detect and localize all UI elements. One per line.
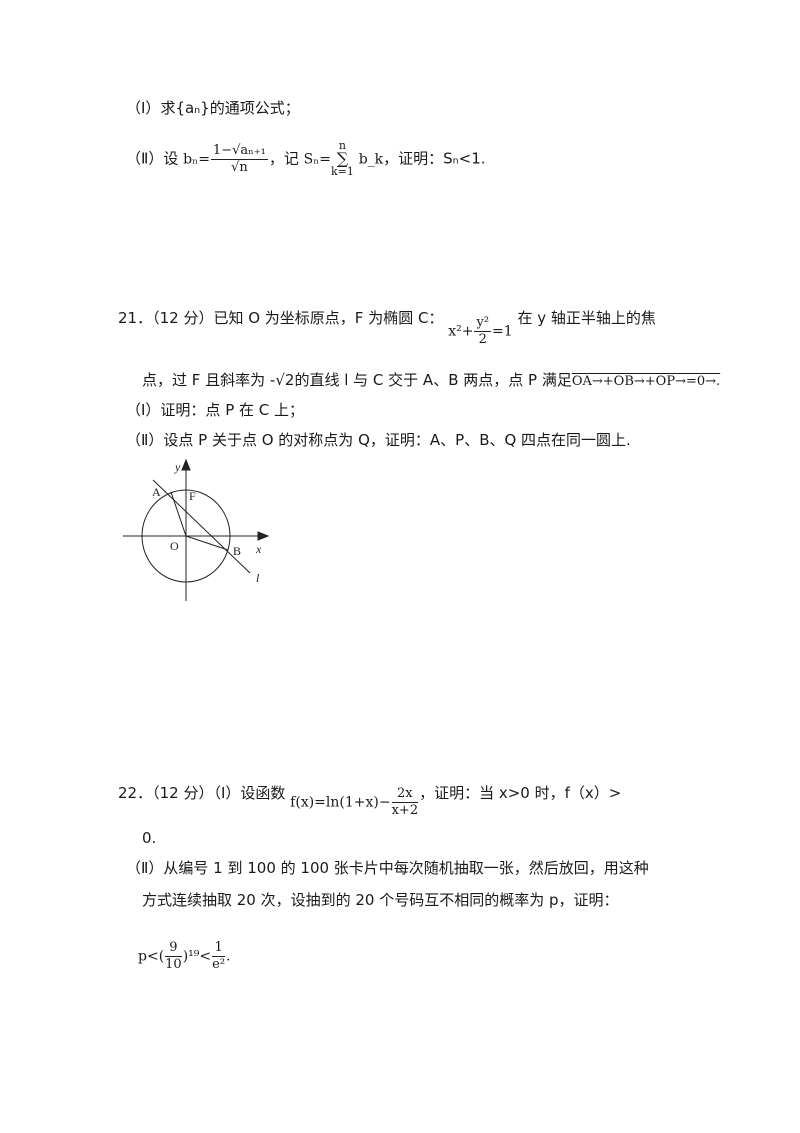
label-x: x: [255, 542, 262, 556]
label-y: y: [174, 460, 181, 474]
q21-part1: （Ⅰ）证明：点 P 在 C 上；: [126, 401, 305, 419]
q22-part1-tail: ，证明：当 x>0 时，f（x）>: [419, 784, 622, 802]
q21-line2-text: 点，过 F 且斜率为 -√2的直线 l 与 C 交于 A、B 两点，点 P 满足: [142, 371, 572, 389]
ineq-exp: )¹⁹<: [182, 948, 212, 965]
ineq-p: p<(: [138, 948, 165, 965]
q21-line1-tail: 在 y 轴正半轴上的焦: [517, 309, 656, 327]
sigma-icon: ∑: [336, 149, 349, 168]
segment-ob: [185, 535, 229, 551]
ineq-num2: 1: [212, 940, 226, 957]
x-term: x²+: [448, 323, 474, 339]
q20-part1-label: （Ⅰ）: [126, 99, 161, 117]
bn-denominator: √n: [231, 159, 248, 175]
q22-part1-cont: 0.: [142, 829, 157, 847]
x-axis-arrow-icon: [257, 531, 270, 541]
y-axis-arrow-icon: [181, 458, 191, 471]
y-denominator: 2: [478, 331, 487, 347]
q20-part1-text: 求{aₙ}的通项公式；: [160, 99, 300, 117]
ellipse-c: [141, 489, 231, 583]
q20-part2: （Ⅱ）设 bₙ=1−√aₙ₊₁√n，记 Sₙ=n∑k=1 b_k，证明：Sₙ<1…: [126, 140, 486, 180]
bn-lhs: bₙ=: [183, 151, 210, 168]
q20-tail: ，证明：Sₙ<1.: [383, 149, 486, 168]
func-numerator: 2x: [391, 786, 419, 803]
q21-part2: （Ⅱ）设点 P 关于点 O 的对称点为 Q，证明：A、P、B、Q 四点在同一圆上…: [126, 431, 631, 449]
ineq-num1: 9: [165, 940, 182, 957]
bn-numerator: 1−√aₙ₊₁: [210, 142, 268, 160]
label-f: F: [189, 489, 196, 503]
vector-equation: OA→+OB→+OP→=0→.: [571, 374, 721, 389]
label-a: A: [152, 485, 161, 499]
func-expr: f(x)=ln(1+x)−: [290, 794, 391, 810]
q20-part1: （Ⅰ）求{aₙ}的通项公式；: [126, 98, 300, 118]
bn-fraction: 1−√aₙ₊₁√n: [210, 142, 268, 176]
q22-number: 22．: [118, 784, 153, 802]
q20-mid: ，记: [268, 149, 299, 168]
sum-lower: k=1: [331, 165, 354, 178]
q21-score: （12 分）: [152, 309, 214, 327]
ineq-den1: 10: [165, 957, 182, 972]
q21-text: 已知 O 为坐标原点，F 为椭圆 C：: [213, 309, 444, 327]
func-denominator: x+2: [391, 802, 419, 818]
q20-part2-label: （Ⅱ）设: [126, 149, 179, 168]
q22-score: （12 分）: [152, 784, 214, 802]
sum-symbol: n∑k=1: [331, 140, 354, 178]
ellipse-diagram: y x A F O B l: [123, 458, 270, 601]
sum-term: b_k: [358, 151, 384, 168]
eq-rhs: =1: [492, 323, 513, 339]
sum-upper: n: [338, 139, 346, 152]
label-o: O: [170, 539, 179, 553]
label-l: l: [256, 571, 260, 585]
ineq-end: .: [226, 948, 231, 965]
q22-part1-label: （Ⅰ）设函数: [213, 784, 286, 802]
segment-oa: [170, 491, 187, 537]
q21-line2: 点，过 F 且斜率为 -√2的直线 l 与 C 交于 A、B 两点，点 P 满足…: [142, 370, 720, 392]
ineq-den2: e²: [212, 957, 226, 972]
q22-part2-line2: 方式连续抽取 20 次，设抽到的 20 个号码互不相同的概率为 p，证明：: [142, 891, 619, 909]
line-l: [152, 479, 251, 574]
y-numerator: y²: [474, 314, 492, 332]
q22-part2-line1: （Ⅱ）从编号 1 到 100 的 100 张卡片中每次随机抽取一张，然后放回，用…: [126, 859, 649, 877]
label-b: B: [233, 544, 241, 558]
q21-number: 21．: [118, 309, 153, 327]
sn-lhs: Sₙ=: [303, 151, 332, 168]
